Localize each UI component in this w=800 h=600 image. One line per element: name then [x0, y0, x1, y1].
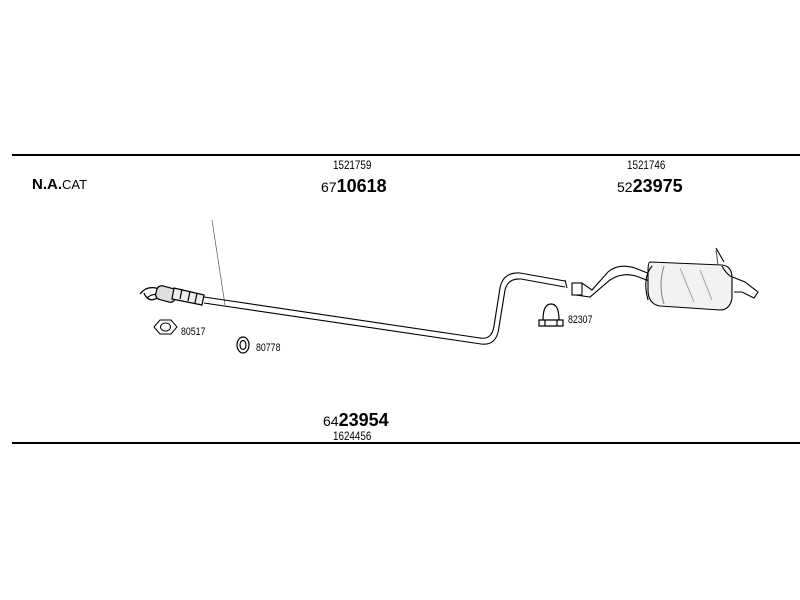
- middle-pipe-oe-number: 1624456: [333, 429, 372, 443]
- rear-muffler-prefix: 52: [617, 179, 633, 195]
- front-flange-icon: [139, 285, 205, 306]
- rear-muffler-icon: [571, 247, 759, 311]
- middle-pipe-icon: [203, 272, 568, 345]
- front-pipe-number: 10618: [336, 176, 387, 196]
- rear-muffler-number: 23975: [632, 176, 683, 196]
- leader-line: [211, 219, 226, 306]
- middle-pipe-prefix: 64: [323, 413, 339, 429]
- top-divider: [12, 154, 800, 156]
- clamp-part-number: 82307: [568, 314, 593, 326]
- variant-label-weak: CAT: [62, 177, 88, 192]
- gasket-part-number: 80517: [181, 326, 206, 338]
- middle-pipe-number: 23954: [338, 410, 389, 430]
- front-pipe-prefix: 67: [321, 179, 337, 195]
- middle-pipe-part-number: 6423954: [323, 411, 389, 430]
- rear-muffler-part-number: 5223975: [617, 177, 683, 196]
- bottom-divider: [12, 442, 800, 444]
- clamp-icon: [538, 303, 564, 327]
- ring-icon: [236, 336, 250, 354]
- front-pipe-oe-number: 1521759: [333, 158, 372, 172]
- rear-muffler-oe-number: 1521746: [627, 158, 666, 172]
- variant-label-strong: N.A.: [32, 176, 62, 193]
- gasket-icon: [153, 319, 178, 335]
- ring-part-number: 80778: [256, 342, 281, 354]
- front-pipe-part-number: 6710618: [321, 177, 387, 196]
- variant-label: N.A.CAT: [32, 177, 87, 193]
